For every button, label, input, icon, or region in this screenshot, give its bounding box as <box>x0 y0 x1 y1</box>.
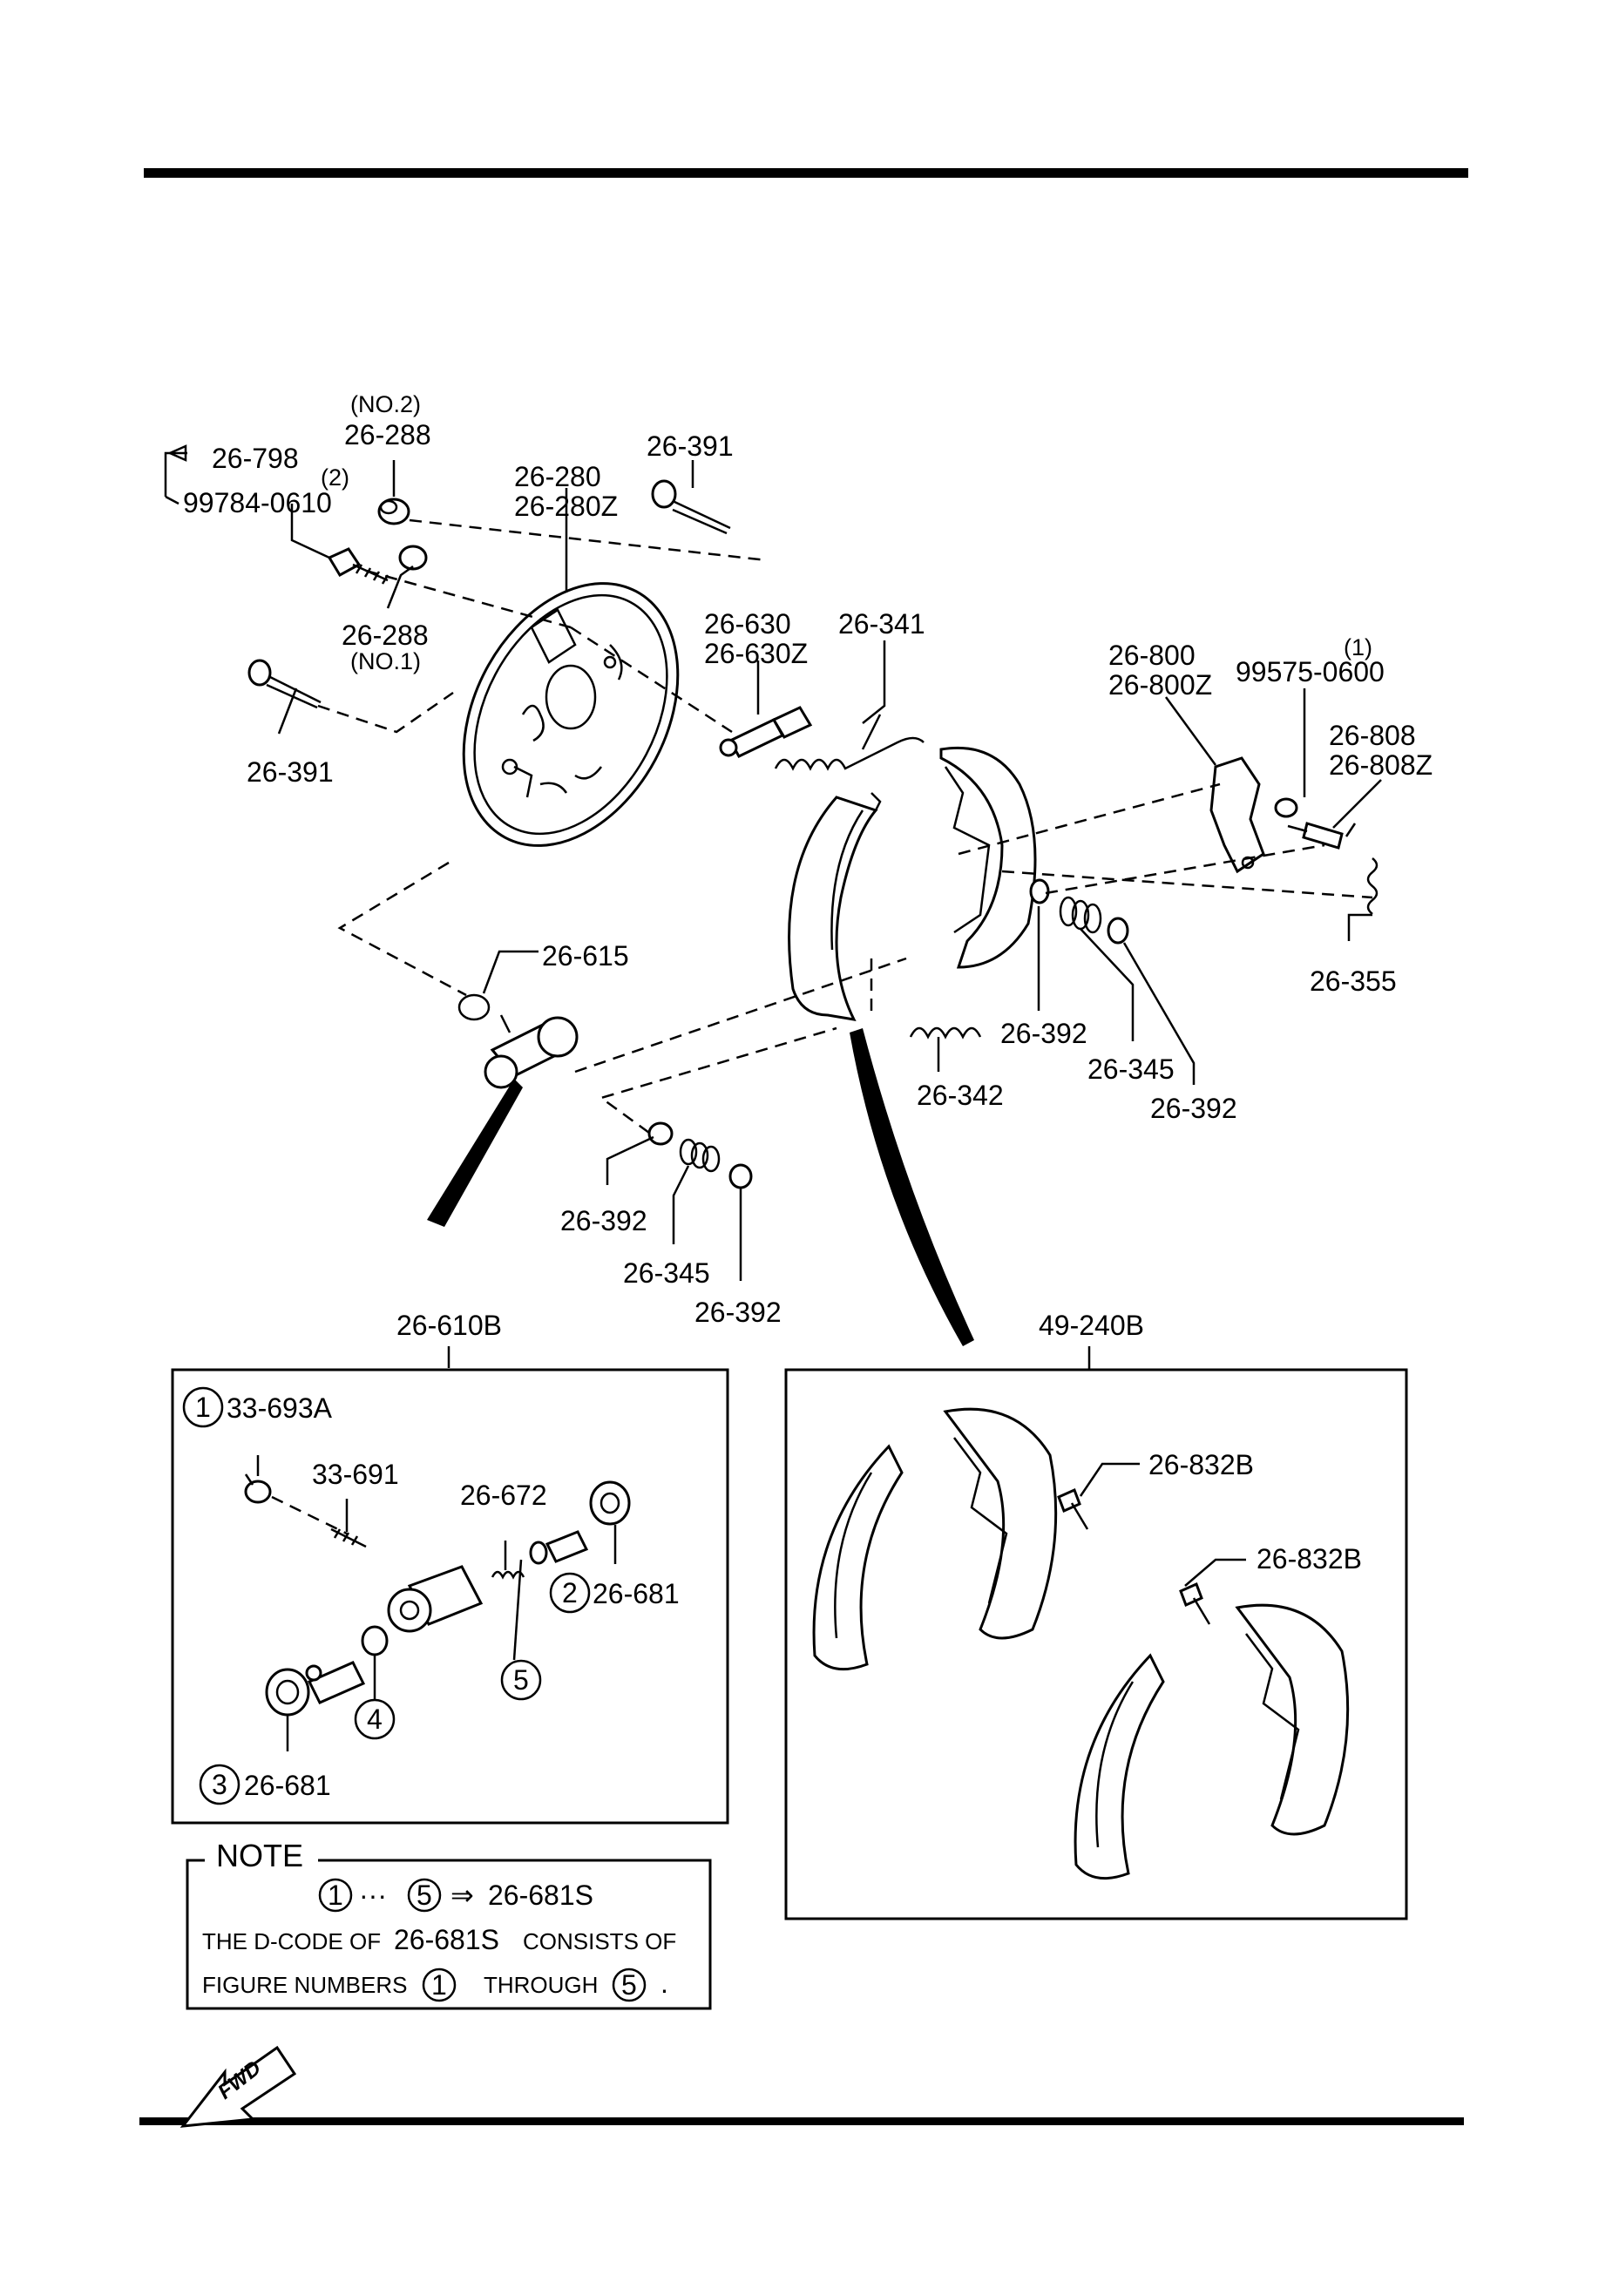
box1-parts <box>244 1455 631 1751</box>
label-33-691: 33-691 <box>312 1459 399 1490</box>
callout-circles <box>182 1386 591 1805</box>
label-26-798: 26-798 <box>212 443 299 474</box>
label-26-391-top: 26-391 <box>647 430 734 462</box>
label-26-681-3: 26-681 <box>244 1770 331 1801</box>
pin-26-391-left <box>247 659 322 709</box>
label-no2: (NO.2) <box>350 391 421 417</box>
leader-lines <box>164 444 1382 1370</box>
clip-99575 <box>1274 797 1298 818</box>
note-box <box>186 1859 712 2010</box>
label-26-392-b: 26-392 <box>1150 1093 1237 1124</box>
label-26-345-b: 26-345 <box>623 1257 710 1289</box>
cup-26-392-d <box>728 1163 753 1189</box>
note-line2-a: THE D-CODE OF <box>202 1928 381 1954</box>
label-26-280: 26-280 <box>514 461 601 492</box>
cup-26-392-b <box>1107 917 1129 945</box>
label-26-808: 26-808 <box>1329 720 1416 751</box>
brake-shoe-left <box>788 792 882 1021</box>
label-no1: (NO.1) <box>350 648 421 674</box>
spring-26-345-a <box>1059 896 1102 934</box>
spring-26-355 <box>1366 857 1379 915</box>
assembly-dash-lines <box>317 518 1373 1134</box>
label-26-342: 26-342 <box>917 1080 1004 1111</box>
label-26-832b-a: 26-832B <box>1148 1449 1254 1480</box>
note-arrow: ⇒ <box>450 1879 474 1911</box>
label-26-288-mid: 26-288 <box>342 620 429 651</box>
label-qty2: (2) <box>321 464 349 491</box>
label-26-288-top: 26-288 <box>344 419 431 450</box>
spring-26-341 <box>774 714 925 771</box>
box-26-610b <box>171 1368 729 1825</box>
note-line3-b: 1 <box>431 1969 447 2001</box>
o-ring-26-615 <box>457 993 491 1021</box>
box2-parts <box>812 1407 1350 1880</box>
note-title: NOTE <box>216 1838 303 1873</box>
note-result: 26-681S <box>488 1879 593 1911</box>
backing-plate <box>462 582 680 847</box>
label-26-832b-b: 26-832B <box>1257 1543 1362 1575</box>
cup-26-392-c <box>647 1121 674 1146</box>
note-circles <box>318 1878 647 2002</box>
label-26-800z: 26-800Z <box>1108 669 1212 701</box>
label-26-345-a: 26-345 <box>1087 1053 1175 1085</box>
brake-shoe-right <box>939 746 1037 969</box>
bolt-99784 <box>327 547 390 585</box>
plug-no1 <box>398 545 428 571</box>
fwd-arrow <box>180 2045 297 2128</box>
callout-4: 4 <box>367 1703 383 1735</box>
label-26-355: 26-355 <box>1310 965 1397 997</box>
note-dots: ··· <box>359 1879 387 1911</box>
spring-26-345-b <box>679 1138 721 1173</box>
box-49-240b <box>784 1368 1408 1920</box>
label-26-280z: 26-280Z <box>514 491 618 522</box>
label-26-672: 26-672 <box>460 1480 547 1511</box>
label-26-392-c: 26-392 <box>560 1205 647 1236</box>
note-line3-d: 5 <box>621 1969 637 2001</box>
spring-26-342 <box>909 1026 982 1040</box>
label-26-391-left: 26-391 <box>247 756 334 788</box>
cup-26-392-a <box>1029 878 1050 904</box>
label-33-693a: 33-693A <box>227 1392 333 1424</box>
pin-26-391-top <box>651 479 731 535</box>
wheel-cylinder <box>484 1014 579 1089</box>
label-26-630z: 26-630Z <box>704 638 808 669</box>
note-line3-c: THROUGH <box>484 1972 598 1998</box>
label-26-800: 26-800 <box>1108 640 1196 671</box>
note-line2-c: CONSISTS OF <box>523 1928 676 1954</box>
label-26-392-d: 26-392 <box>694 1297 782 1328</box>
note-line2-b: 26-681S <box>394 1924 499 1955</box>
label-99784-0610: 99784-0610 <box>183 487 332 518</box>
note-line3-a: FIGURE NUMBERS <box>202 1972 407 1998</box>
label-26-808z: 26-808Z <box>1329 749 1433 781</box>
label-26-392-a: 26-392 <box>1000 1018 1087 1049</box>
parking-lever-26-800 <box>1209 756 1265 874</box>
label-26-681-2: 26-681 <box>593 1578 680 1609</box>
note-line3-e: . <box>660 1968 668 1999</box>
note-title-bg <box>205 1839 318 1873</box>
note-circ5: 5 <box>417 1879 432 1911</box>
plug-no2 <box>377 498 410 525</box>
note-circ1: 1 <box>328 1879 343 1911</box>
pointer-wedge-cylinder <box>427 1079 523 1227</box>
callout-1: 1 <box>195 1392 211 1423</box>
adjuster-26-630 <box>719 706 813 758</box>
label-49-240b: 49-240B <box>1039 1310 1144 1341</box>
label-qty1: (1) <box>1344 634 1372 660</box>
callout-5: 5 <box>513 1664 529 1696</box>
callout-2: 2 <box>562 1577 578 1609</box>
label-26-610b: 26-610B <box>396 1310 502 1341</box>
bottom-rule <box>139 2117 1464 2125</box>
label-26-341: 26-341 <box>838 608 925 640</box>
top-rule <box>144 168 1468 178</box>
callout-3: 3 <box>212 1769 227 1800</box>
label-26-615: 26-615 <box>542 940 629 972</box>
label-26-630: 26-630 <box>704 608 791 640</box>
strut-26-808 <box>1287 822 1357 850</box>
pointer-wedge-shoes <box>850 1028 974 1346</box>
label-99575-0600: 99575-0600 <box>1236 656 1385 687</box>
